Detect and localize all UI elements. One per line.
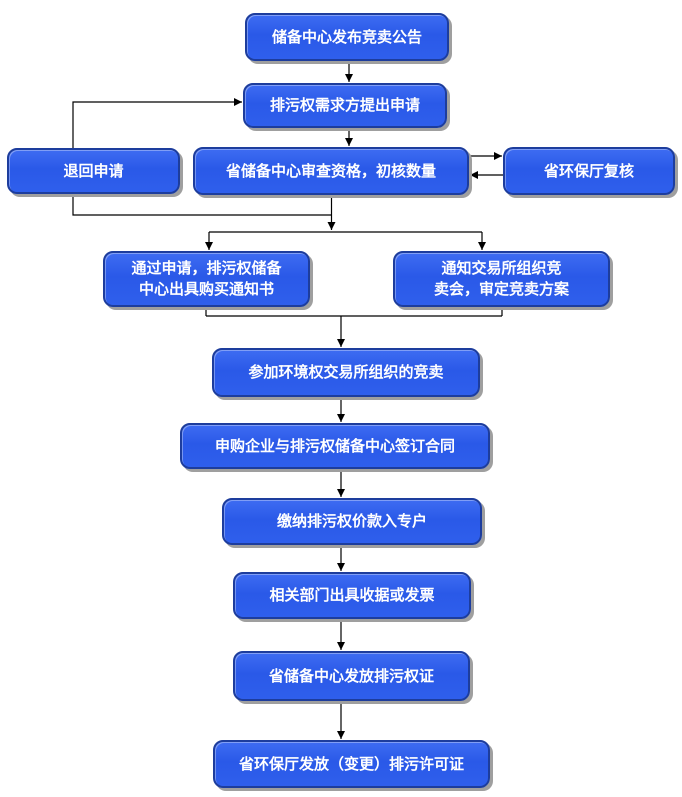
node-permit: 省环保厅发放（变更）排污许可证: [213, 740, 490, 788]
node-pay: 缴纳排污权价款入专户: [222, 498, 482, 545]
node-announce: 储备中心发布竞卖公告: [245, 13, 449, 61]
edge-return-join: [72, 194, 332, 216]
node-contract: 申购企业与排污权储备中心签订合同: [180, 423, 490, 469]
edge-return-apply: [72, 98, 242, 148]
node-receipt: 相关部门出具收据或发票: [233, 572, 471, 619]
node-recheck: 省环保厅复核: [503, 147, 675, 195]
node-apply: 排污权需求方提出申请: [243, 83, 447, 128]
node-cert: 省储备中心发放排污权证: [233, 651, 470, 701]
node-auction: 参加环境权交易所组织的竞卖: [212, 348, 480, 397]
node-review: 省储备中心审查资格，初核数量: [193, 147, 469, 195]
node-notice-buy: 通过申请，排污权储备 中心出具购买通知书: [103, 251, 310, 307]
node-return: 退回申请: [7, 148, 180, 194]
node-notice-auction: 通知交易所组织竞 卖会，审定竞卖方案: [393, 251, 610, 307]
